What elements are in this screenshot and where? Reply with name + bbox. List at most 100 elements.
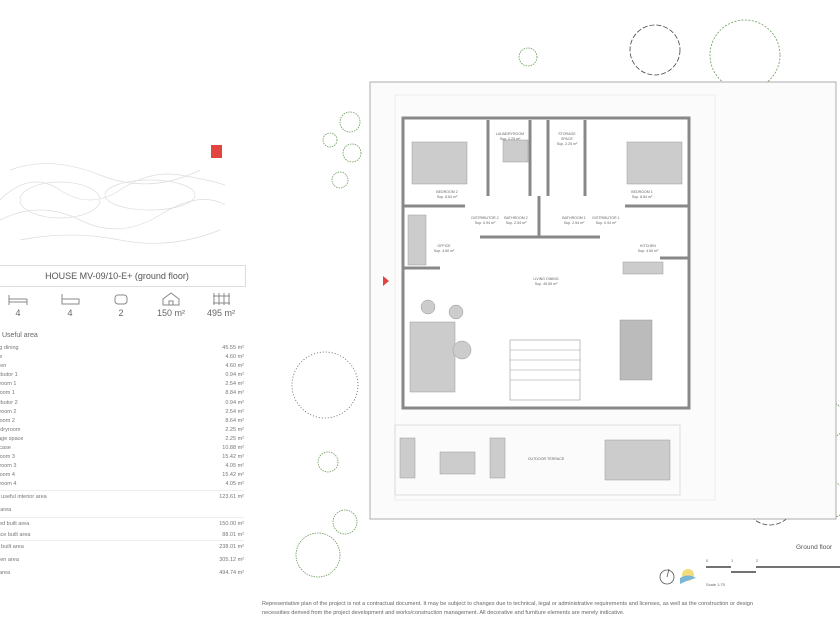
area-table: Living dining 45.55 m² Office 4.60 m²Kitche… — [0, 344, 244, 580]
area-row-value: 2.54 m² — [225, 381, 244, 388]
room-label: DISTRIBUTOR 2 — [471, 216, 498, 220]
area-row: Laundryroom 2.25 m² — [0, 426, 244, 435]
compass-icon — [659, 568, 675, 585]
area-row-label: Bedroom 2 — [0, 417, 15, 424]
area-row-value: 8.64 m² — [225, 417, 244, 424]
room-area: Sup. 45.55 m² — [535, 282, 558, 286]
area-row-value: 238.01 m² — [219, 543, 244, 550]
area-row-value: 123.61 m² — [219, 493, 244, 500]
area-row: Office 4.60 m² — [0, 353, 244, 362]
area-row: Bathroom 22.54 m² — [0, 408, 244, 417]
room-area: Sup. 2.54 m² — [564, 221, 585, 225]
area-row-label: Terrace built area — [0, 531, 31, 538]
area-row-label: Bedroom 4 — [0, 472, 15, 479]
area-row: Living dining 45.55 m² — [0, 344, 244, 353]
area-row: Distributor 20.94 m² — [0, 399, 244, 408]
area-row-label: Bathroom 4 — [0, 481, 17, 488]
stat-bedrooms: 4 — [0, 292, 43, 318]
area-row: Bedroom 4 15.42 m² — [0, 471, 244, 480]
area-row-value: 4.05 m² — [225, 481, 244, 488]
built-area-heading: Built area — [0, 504, 244, 517]
disclaimer: Representative plan of the project is no… — [262, 600, 840, 618]
house-stats: 4 4 2 150 m² 495 m² — [0, 292, 246, 332]
stat-parking: 2 — [96, 292, 146, 318]
room-area: Sup. 2.54 m² — [506, 221, 527, 225]
room-area: Sup. 2.25 m² — [500, 137, 521, 141]
area-row-label: Laundryroom — [0, 426, 21, 433]
stat-value: 150 m² — [156, 308, 185, 318]
area-row-value: 45.55 m² — [222, 345, 244, 351]
area-row-value: 0.94 m² — [225, 372, 244, 379]
room-area: Sup. 4.60 m² — [638, 249, 659, 253]
area-row-value: 8.84 m² — [225, 390, 244, 397]
disclaimer-line: Representative plan of the project is no… — [262, 601, 753, 607]
area-row: Distributor 1 0.94 m² — [0, 371, 244, 380]
area-row-label: Closed built area — [0, 520, 30, 527]
scale-bar — [706, 566, 840, 573]
built-area-label: Built area — [0, 506, 12, 513]
area-row-label: Garden area — [0, 556, 19, 563]
house-location-marker — [211, 145, 222, 158]
room-label: OUTDOOR TERRACE — [528, 457, 565, 461]
area-row-value: 10.88 m² — [222, 445, 244, 452]
site-map-thumbnail — [0, 145, 225, 244]
area-row: Bedroom 2 8.64 m² — [0, 417, 244, 426]
area-row-label: Bathroom 3 — [0, 463, 17, 470]
room-label: OFFICE — [437, 244, 451, 248]
room-area: Sup. 4.60 m² — [434, 249, 455, 253]
area-row-label: Distributor 1 — [0, 372, 18, 379]
area-row: Kitchen4.60 m² — [0, 362, 244, 371]
stat-value: 495 m² — [206, 308, 235, 318]
area-row-value: 0.94 m² — [225, 399, 244, 406]
area-row-value: 4.60 m² — [225, 363, 244, 370]
house-icon — [162, 292, 180, 306]
room-label: LAUNDRYROOM — [496, 132, 524, 136]
area-row-value: 4.05 m² — [225, 463, 244, 470]
area-row: Bedroom 18.84 m² — [0, 389, 244, 398]
area-row: Bathroom 12.54 m² — [0, 380, 244, 389]
furniture — [399, 139, 683, 481]
stat-plot-area: 495 m² — [196, 292, 246, 318]
area-row-value: 494.74 m² — [219, 569, 244, 576]
plan-title: Ground floor — [796, 544, 833, 551]
room-area: Sup. 8.84 m² — [632, 195, 653, 199]
useful-area-heading: Useful area — [2, 332, 38, 339]
scale-tick: 0 — [706, 558, 709, 563]
area-row: Total built area 238.01 m² — [0, 539, 244, 554]
house-info-panel: HOUSE MV-09/10-E+ (ground floor) 4 4 2 1… — [0, 0, 246, 630]
sun-wind-icon — [680, 569, 696, 584]
scale-label: Scale 1:75 — [706, 582, 726, 587]
area-row-label: Storage space — [0, 435, 24, 442]
area-row-value: 2.25 m² — [225, 435, 244, 442]
scale-tick: 1 — [731, 558, 734, 563]
room-label: DISTRIBUTOR 1 — [592, 216, 619, 220]
area-row-label: Total useful interior area — [0, 493, 47, 500]
car-icon — [114, 294, 128, 305]
area-row-value: 2.25 m² — [225, 426, 244, 433]
area-row-value: 15.42 m² — [222, 472, 244, 479]
bathtub-icon — [61, 294, 80, 305]
area-row: Total useful interior area 123.61 m² — [0, 489, 244, 504]
scale-tick: 2 — [756, 558, 759, 563]
room-label: LIVING DINING — [533, 277, 559, 281]
area-row: Staircase10.88 m² — [0, 444, 244, 453]
area-row-label: Plot area — [0, 569, 11, 576]
area-row-label: Living dining — [0, 345, 19, 351]
area-row: Plot area 494.74 m² — [0, 567, 244, 580]
disclaimer-line: necessities derived from the project dev… — [262, 610, 625, 616]
area-row-label: Bedroom 3 — [0, 454, 15, 461]
room-label: BATHROOM 1 — [562, 216, 586, 220]
room-area: Sup. 0.94 m² — [596, 221, 617, 225]
stat-bathrooms: 4 — [45, 292, 95, 318]
area-row: Bathroom 3 4.05 m² — [0, 462, 244, 471]
area-row-value: 4.60 m² — [225, 354, 244, 361]
stat-value: 4 — [67, 308, 73, 318]
house-title: HOUSE MV-09/10-E+ (ground floor) — [0, 265, 246, 287]
area-row-value: 15.42 m² — [222, 454, 244, 461]
stat-value: 2 — [118, 308, 124, 318]
area-row-label: Bathroom 2 — [0, 408, 17, 415]
area-row-label: Total built area — [0, 543, 24, 550]
area-row-label: Office — [0, 354, 3, 361]
